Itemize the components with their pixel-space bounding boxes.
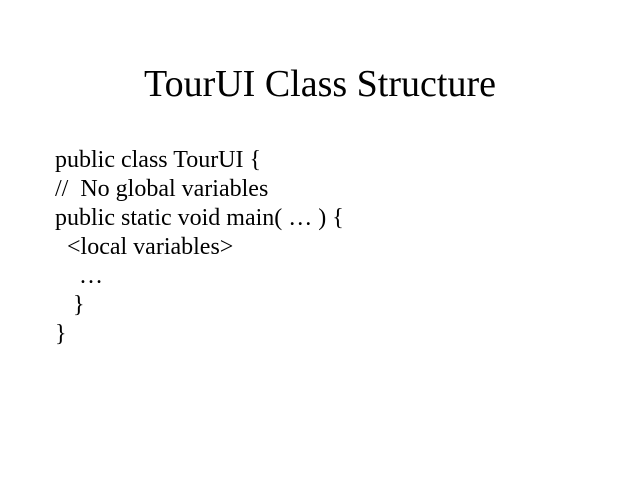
code-line-local-variables: <local variables>: [55, 234, 234, 260]
code-outline: public class TourUI { // No global varia…: [55, 146, 615, 349]
code-line-method-close: }: [55, 292, 85, 318]
slide-title: TourUI Class Structure: [144, 63, 496, 105]
code-line-comment: // No global variables: [55, 176, 269, 202]
code-line-class-declaration: public class TourUI {: [55, 147, 262, 173]
code-line-main-method: public static void main( … ) {: [55, 205, 344, 231]
code-line-ellipsis: …: [55, 263, 103, 289]
code-line-class-close: }: [55, 321, 67, 347]
